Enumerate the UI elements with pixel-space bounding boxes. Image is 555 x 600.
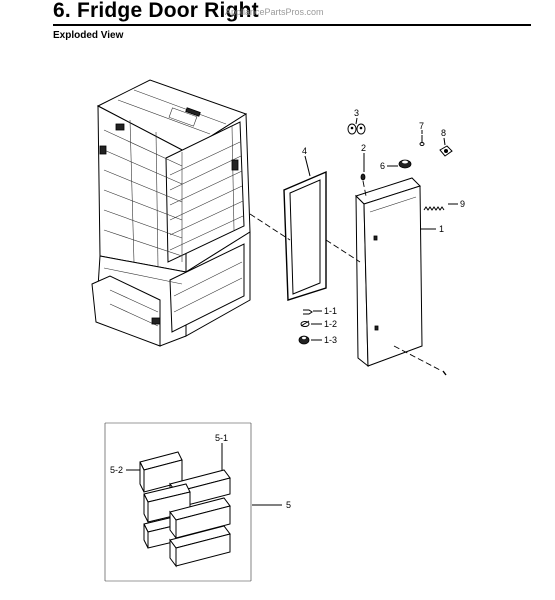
- title-rule: [53, 24, 531, 26]
- callout-1-1: 1-1: [324, 306, 337, 316]
- callout-7: 7: [419, 121, 424, 131]
- watermark: AppliancePartsPros.com: [225, 7, 324, 17]
- screw: [419, 135, 425, 146]
- alignment-line-gasket: [249, 213, 291, 241]
- callout-1-3: 1-3: [324, 335, 337, 345]
- alignment-line-top: [362, 180, 367, 197]
- door-shelf-set: [139, 451, 231, 568]
- header: 6. Fridge Door Right AppliancePartsPros.…: [0, 0, 555, 41]
- door-shelf-right-lower: [169, 525, 231, 568]
- callout-6: 6: [380, 161, 385, 171]
- callout-1: 1: [439, 224, 444, 234]
- door-shelf-right-middle: [169, 497, 231, 540]
- fridge-door-right: [355, 177, 423, 368]
- hinge-block: [439, 145, 453, 157]
- door-stop: [398, 159, 412, 169]
- door-gasket: [283, 170, 327, 301]
- page-title: 6. Fridge Door Right: [53, 0, 259, 22]
- bottom-pin: [442, 370, 447, 376]
- alignment-line-door: [325, 239, 361, 263]
- callout-8: 8: [441, 128, 446, 138]
- callout-3: 3: [354, 108, 359, 118]
- callout-9: 9: [460, 199, 465, 209]
- spring: [423, 206, 445, 211]
- callout-5-1: 5-1: [215, 433, 228, 443]
- hinge-cap-pair: [347, 123, 366, 135]
- bushing: [360, 173, 366, 181]
- callout-4: 4: [302, 146, 307, 156]
- callout-2: 2: [361, 143, 366, 153]
- callout-5-2: 5-2: [110, 465, 123, 475]
- fridge-cabinet: [91, 79, 251, 347]
- callout-1-2: 1-2: [324, 319, 337, 329]
- subtitle: Exploded View: [53, 30, 124, 41]
- shelf-group-box: [104, 422, 252, 582]
- callout-5: 5: [286, 500, 291, 510]
- door-hardware-set: [298, 309, 313, 345]
